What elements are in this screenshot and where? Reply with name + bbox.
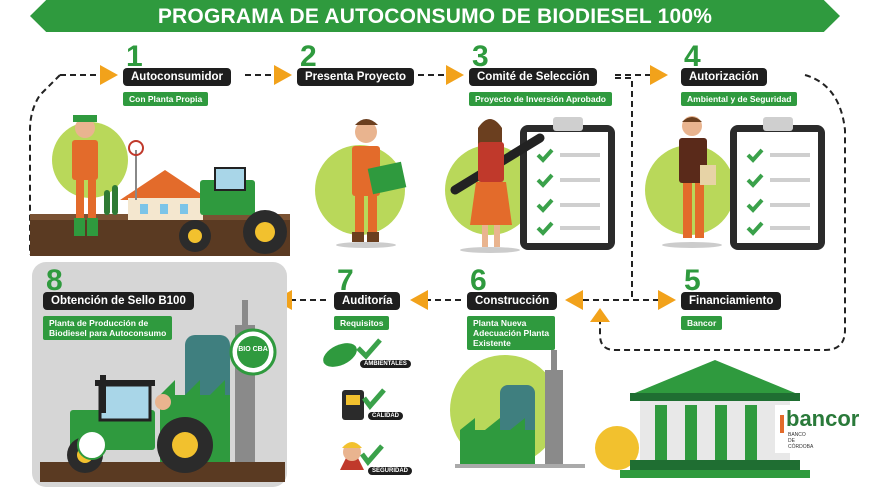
step-number: 3: [472, 40, 489, 73]
arrow-icon: [565, 290, 583, 310]
biodiesel-plant-icon: [455, 350, 585, 468]
step-number: 5: [684, 264, 701, 297]
audit-tag: AMBIENTALES: [360, 360, 411, 368]
step-number: 2: [300, 40, 317, 73]
step-label: Autoconsumidor: [123, 68, 231, 86]
arrow-icon: [590, 308, 610, 322]
step-label: Presenta Proyecto: [297, 68, 414, 86]
checklist-icon: [730, 115, 825, 250]
arrow-icon: [274, 65, 292, 85]
step-label: Auditoría: [334, 292, 401, 310]
audit-tag: SEGURIDAD: [368, 467, 413, 475]
man-icon: [675, 115, 720, 245]
step-number: 6: [470, 264, 487, 297]
step-sublabel: Requisitos: [334, 316, 390, 330]
fuel-icon: [340, 388, 366, 422]
windmill-icon: [130, 140, 144, 200]
document-holder-icon: [340, 118, 405, 246]
leaf-icon: [322, 340, 362, 368]
bank-building-icon: [620, 358, 810, 478]
arrow-icon: [446, 65, 464, 85]
checklist-icon: [520, 115, 615, 250]
audit-tag: CALIDAD: [368, 412, 403, 420]
step-number: 7: [337, 264, 354, 297]
step-sublabel: Planta Nueva Adecuación Planta Existente: [467, 316, 556, 350]
biodiesel-plant-icon: [160, 300, 260, 465]
step-sublabel: Planta de Producción de Biodiesel para A…: [43, 316, 173, 340]
arrow-icon: [650, 65, 668, 85]
arrow-icon: [100, 65, 118, 85]
step-label: Obtención de Sello B100: [43, 292, 194, 310]
step-label: Financiamiento: [681, 292, 782, 310]
bank-logo-sub: BANCO DE CÓRDOBA: [788, 432, 814, 450]
step-sublabel: Proyecto de Inversión Aprobado: [469, 92, 612, 106]
arrow-icon: [410, 290, 428, 310]
seal-text: BIO CBA: [238, 346, 268, 353]
step-label: Construcción: [467, 292, 558, 310]
page-title: PROGRAMA DE AUTOCONSUMO DE BIODIESEL 100…: [157, 5, 713, 28]
step-sublabel: Ambiental y de Seguridad: [681, 92, 798, 106]
step-label: Comité de Selección: [469, 68, 598, 86]
tractor-icon: [180, 168, 288, 256]
step-number: 1: [126, 40, 143, 73]
bank-logo: bancor: [786, 406, 860, 431]
arrow-icon: [658, 290, 676, 310]
step-number: 4: [684, 40, 701, 73]
farmer-icon: [60, 120, 110, 235]
coin-icon: [595, 426, 639, 470]
step-label: Autorización: [681, 68, 767, 86]
step-number: 8: [46, 264, 63, 297]
worker-helmet-icon: [338, 440, 368, 472]
step-sublabel: Con Planta Propia: [123, 92, 209, 106]
step-sublabel: Bancor: [681, 316, 723, 330]
title-banner: [30, 0, 840, 32]
